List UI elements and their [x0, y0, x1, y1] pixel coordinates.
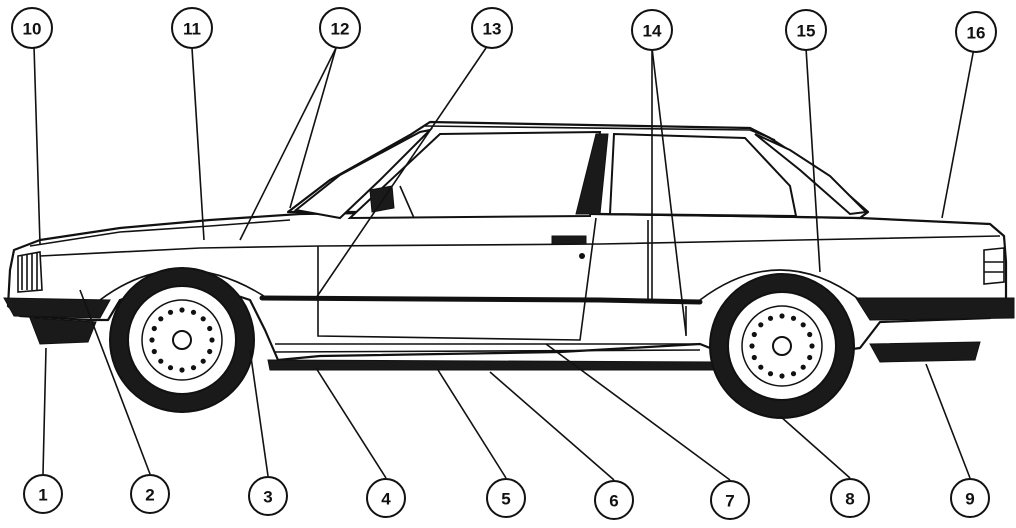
callout-10: 10	[12, 8, 52, 48]
wheel-hole	[768, 316, 773, 321]
callout-11-label: 11	[183, 20, 201, 39]
wheel-hole	[149, 337, 154, 342]
wheel-hole	[807, 355, 812, 360]
wheel-hole	[168, 310, 173, 315]
wheel-hole	[158, 316, 163, 321]
wheel-hole	[168, 365, 173, 370]
callout-7-label: 7	[725, 492, 734, 511]
callout-2: 2	[131, 475, 169, 513]
callout-12: 12	[320, 8, 360, 48]
callout-3-label: 3	[263, 488, 272, 507]
leader-6	[490, 372, 614, 480]
callout-1-label: 1	[38, 486, 47, 505]
callout-5: 5	[487, 479, 525, 517]
wheel-hole	[191, 365, 196, 370]
leader-8	[780, 416, 850, 478]
wheel-hole	[758, 322, 763, 327]
wheel-hole	[768, 371, 773, 376]
callout-5-label: 5	[501, 490, 510, 509]
wheel-hole	[791, 371, 796, 376]
leader-5	[438, 370, 506, 478]
wheel-hole	[207, 326, 212, 331]
door-lock	[579, 253, 585, 259]
wheel-hole	[201, 316, 206, 321]
wheel-hole	[791, 316, 796, 321]
callout-12-label: 12	[331, 20, 350, 39]
wheel-hole	[749, 343, 754, 348]
callout-9-label: 9	[965, 490, 974, 509]
leader-4	[316, 368, 386, 478]
callout-16: 16	[956, 12, 996, 52]
leader-10	[34, 46, 40, 244]
wheel-hole	[779, 373, 784, 378]
wheel-hole	[801, 322, 806, 327]
leader-1	[43, 348, 46, 474]
wheel-hole	[152, 326, 157, 331]
wheel-hole	[152, 349, 157, 354]
callout-8-label: 8	[845, 490, 854, 509]
wheel-hole	[179, 307, 184, 312]
callout-1: 1	[24, 475, 62, 513]
callout-13-label: 13	[483, 20, 502, 39]
callout-9: 9	[951, 479, 989, 517]
wheel-hole	[752, 355, 757, 360]
wheel-hole	[809, 343, 814, 348]
callout-10-label: 10	[23, 20, 42, 39]
front-wheel	[110, 268, 254, 412]
wheel-hole	[807, 332, 812, 337]
wheel-hole	[209, 337, 214, 342]
leader-3	[250, 350, 268, 476]
wheel-hole	[179, 367, 184, 372]
callout-3: 3	[249, 477, 287, 515]
leader-11	[192, 48, 204, 240]
callout-6-label: 6	[609, 492, 618, 511]
callout-7: 7	[711, 481, 749, 519]
callout-15-label: 15	[797, 22, 816, 41]
leader-16	[942, 48, 974, 218]
callout-2-label: 2	[145, 486, 154, 505]
callout-14-label: 14	[643, 22, 662, 41]
wheel-hole	[752, 332, 757, 337]
wheel-hole	[779, 313, 784, 318]
callout-16-label: 16	[967, 24, 986, 43]
wheel-hole	[191, 310, 196, 315]
wheel-hole	[758, 365, 763, 370]
leader-9	[926, 364, 970, 478]
rear-wheel	[710, 274, 854, 418]
callout-15: 15	[786, 10, 826, 50]
wheel-hole	[201, 359, 206, 364]
callout-4: 4	[367, 479, 405, 517]
wheel-hole	[158, 359, 163, 364]
wheel-hole	[207, 349, 212, 354]
callout-8: 8	[831, 479, 869, 517]
wheel-hole	[801, 365, 806, 370]
callout-11: 11	[172, 8, 212, 48]
callout-4-label: 4	[381, 490, 391, 509]
callout-6: 6	[595, 481, 633, 519]
callout-14: 14	[632, 10, 672, 50]
callout-13: 13	[472, 8, 512, 48]
